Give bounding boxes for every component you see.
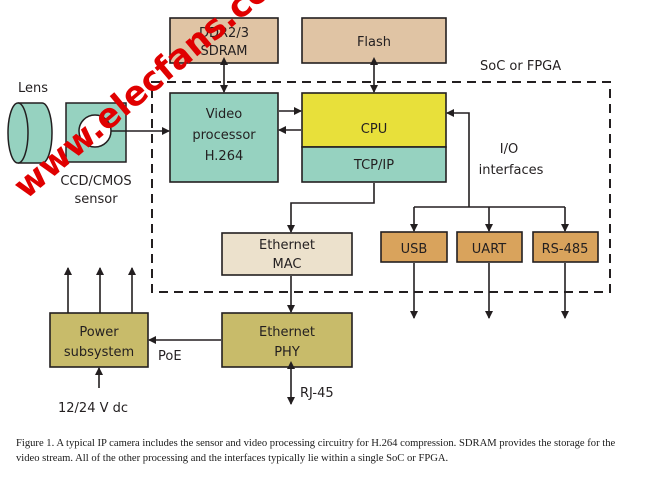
arrow-io-to-cpu bbox=[446, 109, 470, 207]
rj45-label: RJ-45 bbox=[300, 386, 334, 401]
usb-label: USB bbox=[401, 242, 428, 257]
ethernet-mac-label-2: MAC bbox=[273, 257, 302, 272]
soc-fpga-boundary bbox=[151, 81, 611, 293]
arrow-tcpip-to-mac bbox=[287, 183, 375, 233]
sdram-label-2: SDRAM bbox=[201, 44, 248, 59]
video-processor-label-2: processor bbox=[192, 128, 256, 143]
ip-camera-block-diagram: SoC or FPGA DDR2/3 SDRAM Flash Lens CCD/… bbox=[6, 0, 611, 416]
cpu-label: CPU bbox=[361, 122, 387, 137]
tcpip-block: TCP/IP bbox=[301, 146, 447, 183]
poe-label: PoE bbox=[158, 349, 182, 364]
uart-label: UART bbox=[472, 242, 506, 257]
ethernet-phy-label-2: PHY bbox=[274, 345, 300, 360]
ethernet-phy-label-1: Ethernet bbox=[259, 325, 315, 340]
soc-fpga-label: SoC or FPGA bbox=[480, 59, 561, 74]
ethernet-mac-block: Ethernet MAC bbox=[221, 232, 353, 276]
sensor-label-2: sensor bbox=[74, 192, 118, 207]
tcpip-label: TCP/IP bbox=[353, 158, 394, 173]
video-processor-block: Video processor H.264 bbox=[169, 92, 279, 183]
usb-block: USB bbox=[380, 231, 448, 263]
sensor-label-1: CCD/CMOS bbox=[60, 174, 131, 189]
flash-label: Flash bbox=[357, 35, 391, 50]
video-processor-label-3: H.264 bbox=[205, 149, 244, 164]
lens-icon: Lens bbox=[7, 81, 53, 164]
power-input-label: 12/24 V dc bbox=[58, 401, 128, 416]
uart-block: UART bbox=[456, 231, 523, 263]
ethernet-mac-label-1: Ethernet bbox=[259, 238, 315, 253]
video-processor-label-1: Video bbox=[206, 107, 242, 122]
flash-block: Flash bbox=[301, 17, 447, 64]
cpu-block: CPU bbox=[301, 92, 447, 148]
sdram-label-1: DDR2/3 bbox=[199, 26, 249, 41]
ccd-cmos-sensor-block: CCD/CMOS sensor bbox=[60, 102, 132, 207]
ethernet-phy-block: Ethernet PHY bbox=[221, 312, 353, 368]
power-label-1: Power bbox=[79, 325, 119, 340]
lens-label: Lens bbox=[18, 81, 48, 96]
power-subsystem-block: Power subsystem bbox=[49, 312, 149, 368]
power-label-2: subsystem bbox=[64, 345, 134, 360]
figure-caption: Figure 1. A typical IP camera includes t… bbox=[16, 438, 616, 464]
io-interfaces-label-2: interfaces bbox=[479, 163, 544, 178]
io-interfaces-label-1: I/O bbox=[500, 142, 518, 157]
rs485-block: RS-485 bbox=[532, 231, 599, 263]
sdram-block: DDR2/3 SDRAM bbox=[169, 17, 279, 64]
rs485-label: RS-485 bbox=[542, 242, 589, 257]
